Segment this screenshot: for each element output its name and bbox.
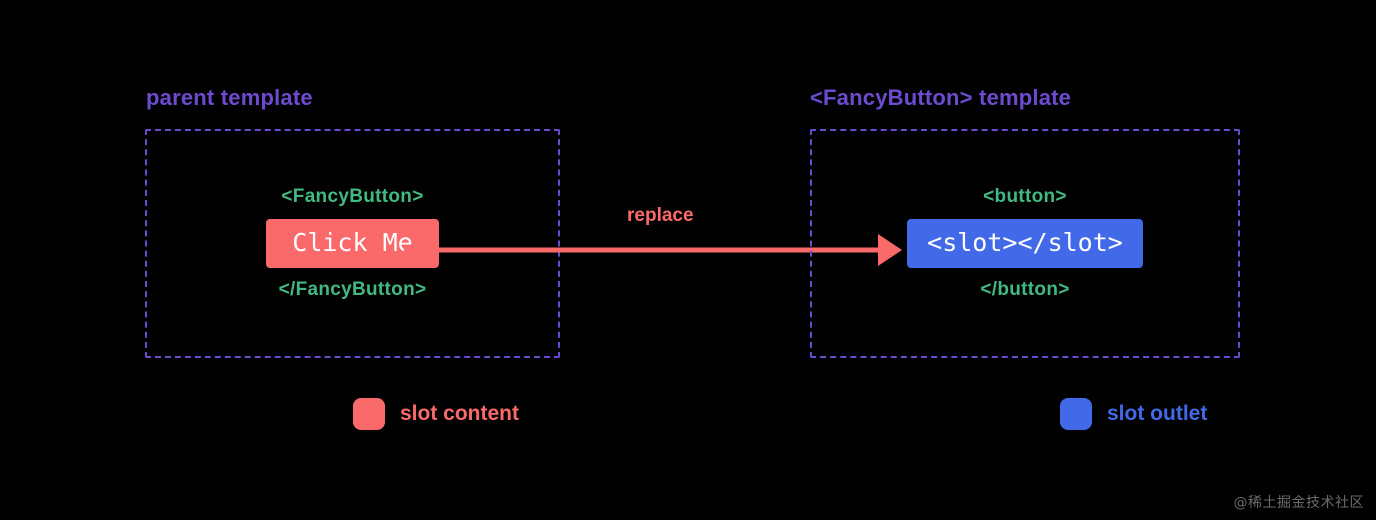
fancybutton-template-label: <FancyButton> template [810,85,1072,110]
slot-outlet-chip[interactable]: <slot></slot> [907,219,1143,268]
fancybutton-template-content: <button> <slot></slot> </button> [812,131,1238,356]
slot-content-chip[interactable]: Click Me [266,219,439,268]
watermark: @稀土掘金技术社区 [1233,495,1364,511]
fancybutton-open-tag: <FancyButton> [281,186,424,208]
legend-label-slot-content: slot content [400,402,519,425]
button-close-tag: </button> [980,278,1070,300]
legend-label-slot-outlet: slot outlet [1107,402,1208,425]
fancybutton-template-box: <button> <slot></slot> </button> [810,129,1240,358]
slot-outlet-swatch-icon [1060,398,1092,430]
button-open-tag: <button> [983,186,1067,208]
slot-content-swatch-icon [353,398,385,430]
legend-item-slot-outlet: slot outlet [1060,398,1207,430]
fancybutton-close-tag: </FancyButton> [278,278,427,300]
replace-arrow-label: replace [627,205,694,226]
parent-template-label: parent template [146,85,313,110]
legend-item-slot-content: slot content [353,398,519,430]
parent-template-box: <FancyButton> Click Me </FancyButton> [145,129,560,358]
parent-template-content: <FancyButton> Click Me </FancyButton> [147,131,558,356]
